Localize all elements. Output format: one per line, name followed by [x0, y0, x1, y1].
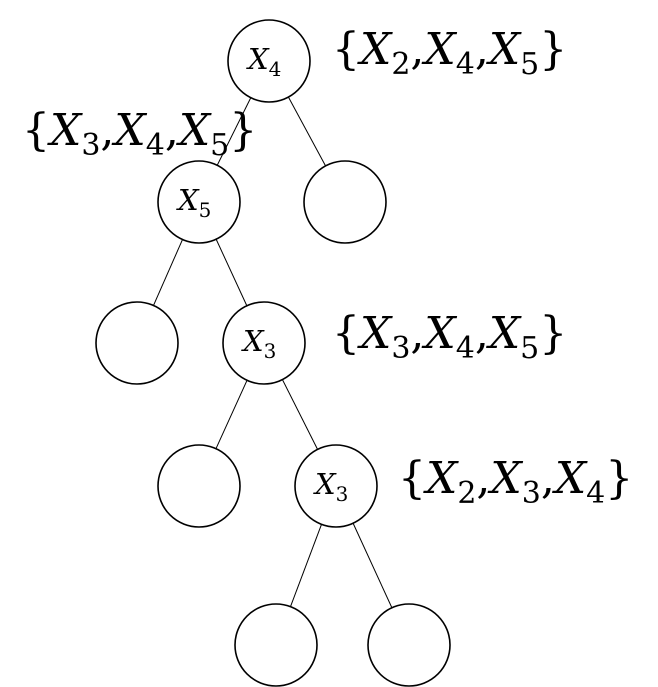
- tree-node: [157, 444, 241, 528]
- node-label: X3: [313, 467, 348, 506]
- tree-edges: [153, 96, 393, 608]
- tree-node: [303, 160, 387, 244]
- tree-edge: [288, 96, 326, 167]
- tree-node: X4: [227, 19, 311, 103]
- tree-node: X3: [222, 301, 306, 385]
- tree-edge: [215, 380, 248, 449]
- tree-node: [95, 301, 179, 385]
- node-label: X5: [176, 183, 211, 222]
- variable-set-label: {X2,X4,X5}: [332, 24, 567, 82]
- tree-edge: [290, 524, 322, 607]
- node-circle: [95, 301, 179, 385]
- node-circle: [294, 444, 378, 528]
- variable-set-label: {X3,X4,X5}: [22, 105, 257, 163]
- node-circle: [234, 603, 318, 687]
- tree-node: X5: [157, 160, 241, 244]
- tree-edge: [352, 523, 393, 608]
- node-label: X3: [241, 324, 276, 363]
- tree-edge: [281, 379, 319, 450]
- node-label: X4: [246, 42, 281, 81]
- variable-set-label: {X2,X3,X4}: [398, 453, 633, 511]
- node-circle: [157, 160, 241, 244]
- node-circle: [227, 19, 311, 103]
- tree-edge: [153, 239, 183, 306]
- tree-node: [367, 603, 451, 687]
- tree-node: [234, 603, 318, 687]
- variable-set-labels: {X2,X4,X5} {X3,X4,X5} {X3,X4,X5} {X2,X3,X4}: [22, 24, 633, 511]
- variable-set-label: {X3,X4,X5}: [332, 308, 567, 366]
- tree-edge: [216, 97, 252, 166]
- tree-node: X3: [294, 444, 378, 528]
- tree-edge: [215, 239, 248, 306]
- node-circle: [303, 160, 387, 244]
- node-circle: [157, 444, 241, 528]
- node-circle: [367, 603, 451, 687]
- node-circle: [222, 301, 306, 385]
